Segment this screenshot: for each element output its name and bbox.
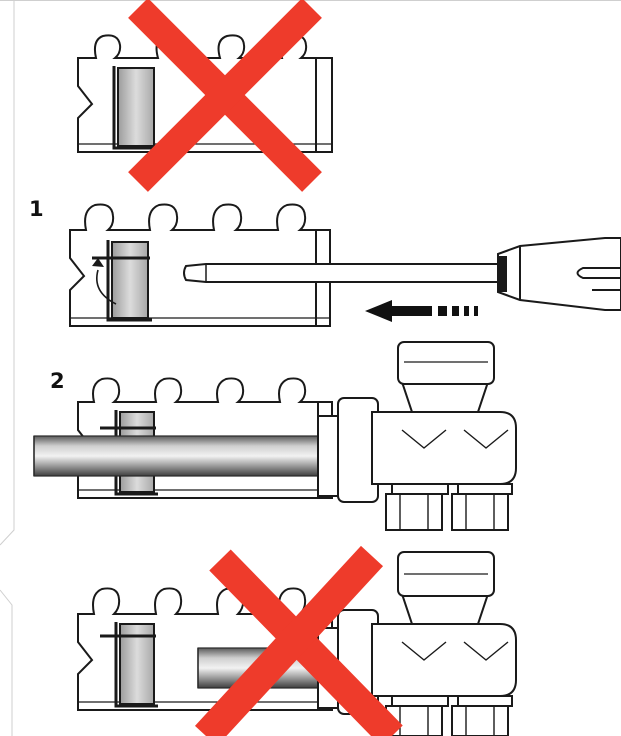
step-1-label: 1 [29,197,44,221]
pipe-clip [92,240,152,322]
pipe-clip [100,622,158,708]
arrow-left-icon [365,300,478,322]
panel-step-1 [69,203,621,327]
panel-incorrect-clip [77,0,333,192]
panel-incorrect-pipe [77,545,517,736]
cross-icon [128,0,322,192]
valve-manifold [317,341,517,531]
pipe-clip [112,66,158,150]
cross-icon [194,545,403,736]
panel-step-2 [33,341,517,531]
step-2-label: 2 [50,369,65,393]
pipe [33,435,335,477]
screwdriver-icon [183,237,621,311]
